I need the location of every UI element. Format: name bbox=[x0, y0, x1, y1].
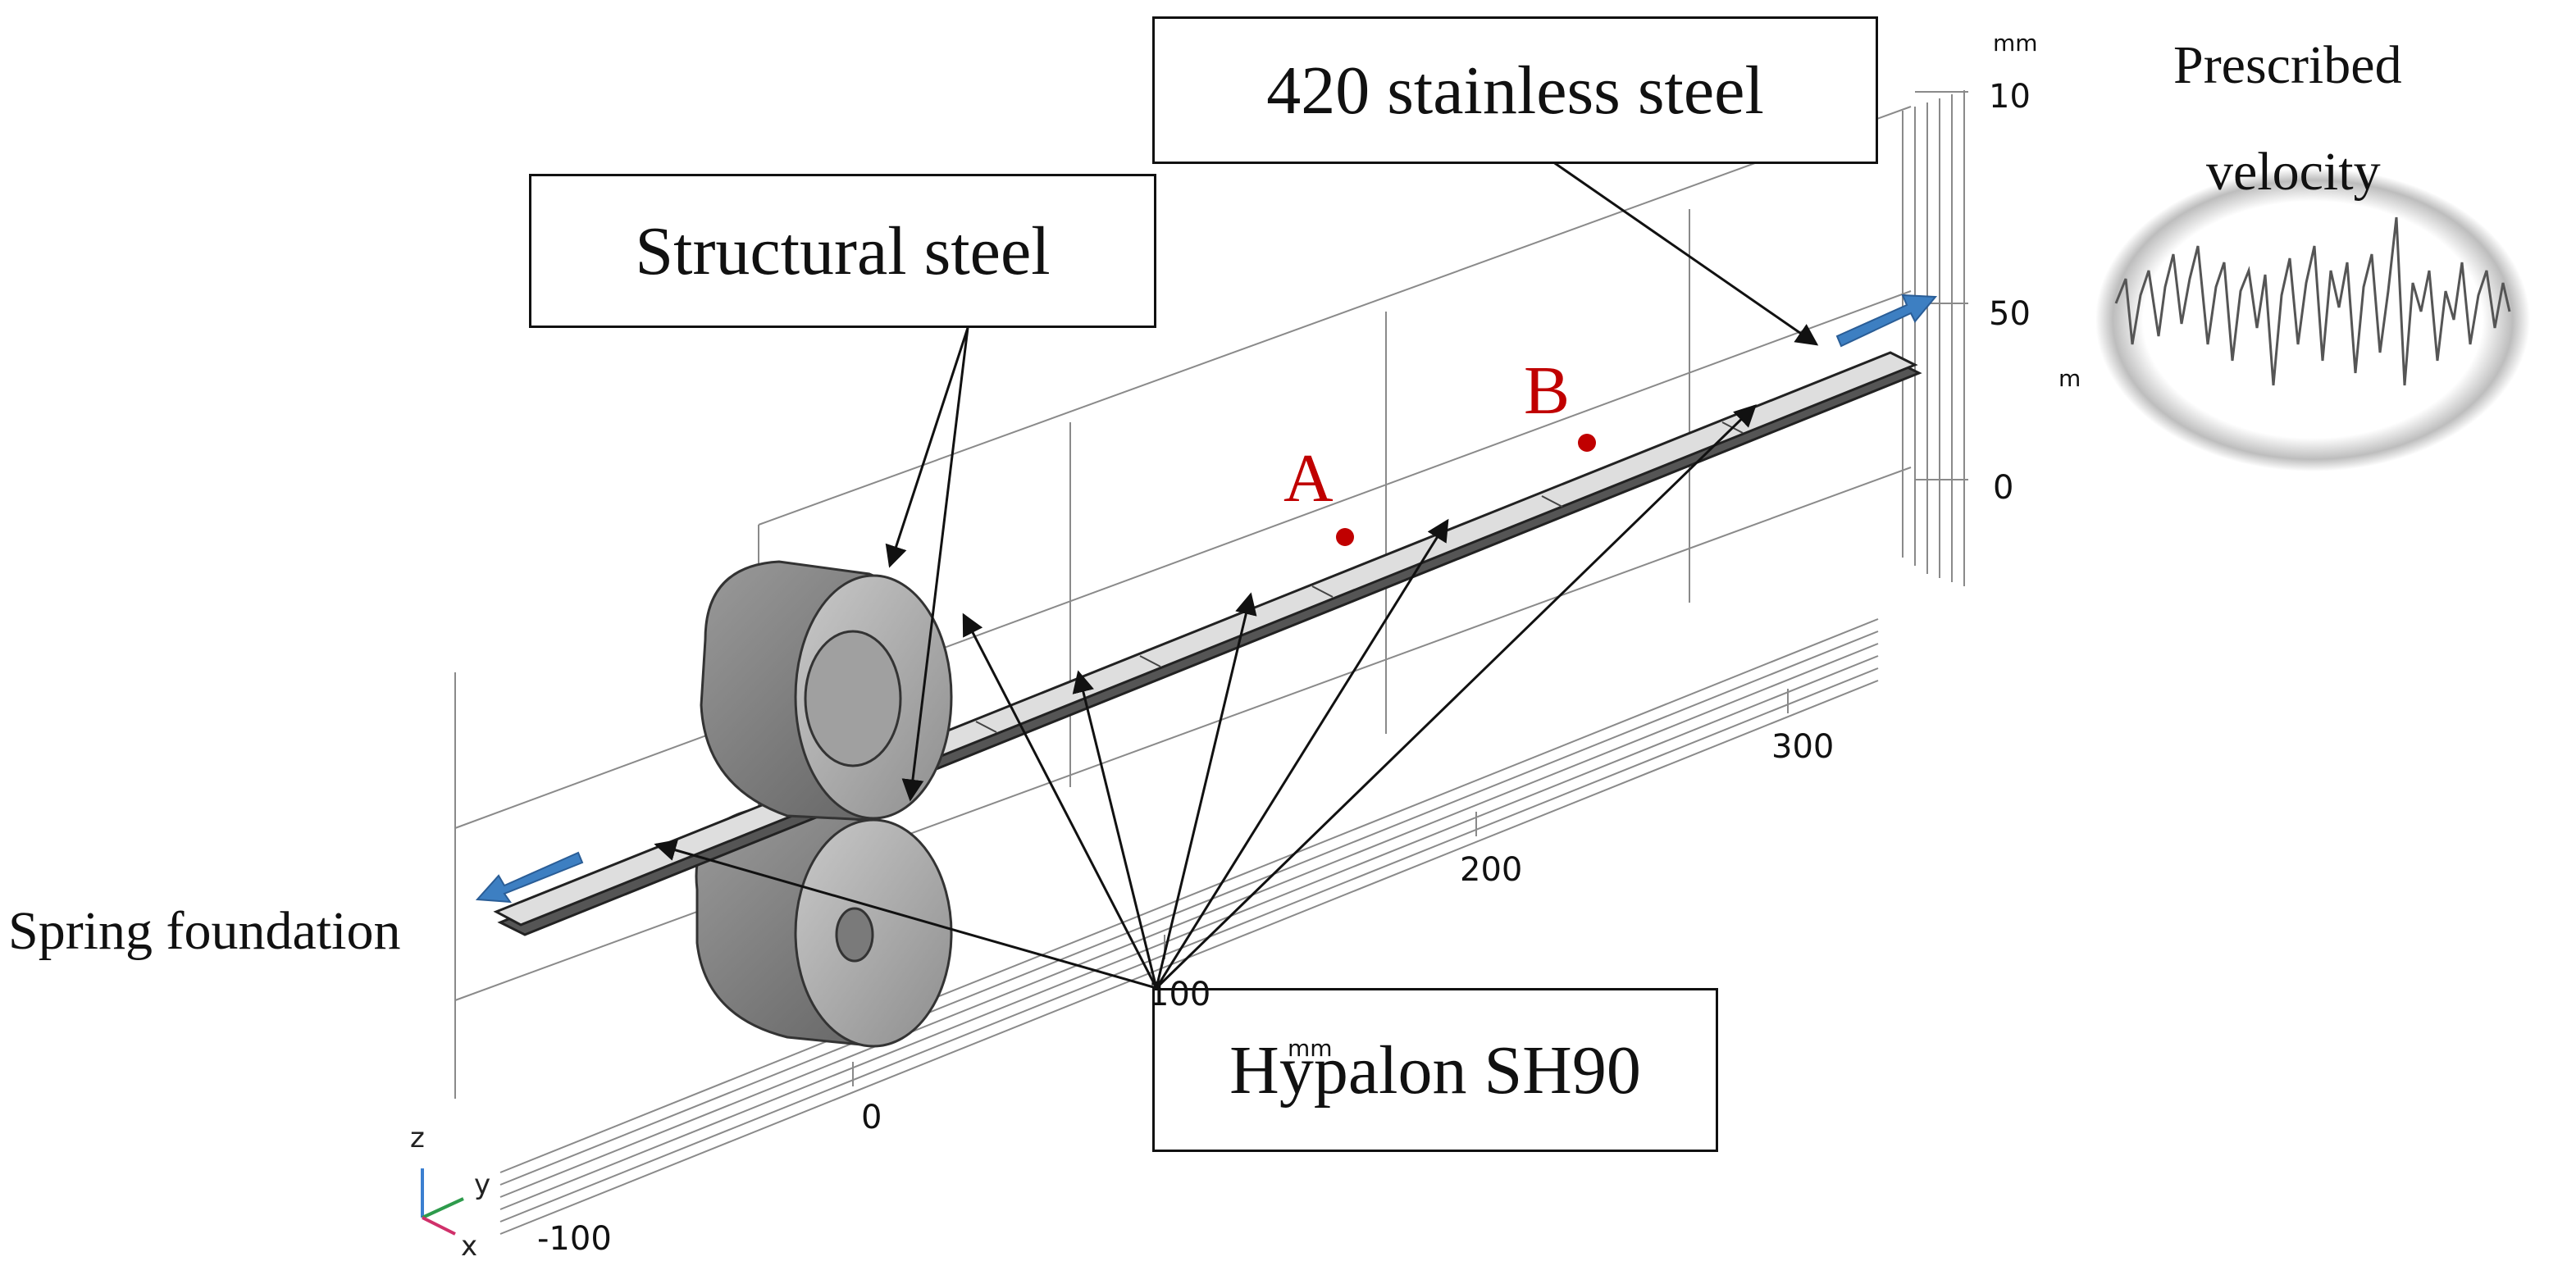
velocity-signal-inset-icon bbox=[2095, 168, 2530, 471]
triad-y-label: y bbox=[474, 1168, 491, 1201]
x-axis-unit: mm bbox=[1288, 1035, 1333, 1062]
z-tick-bottom: 0 bbox=[1993, 469, 2014, 507]
upper-roller bbox=[700, 560, 953, 822]
callout-stainless-steel: 420 stainless steel bbox=[1152, 16, 1878, 164]
x-tick-0: 0 bbox=[861, 1099, 882, 1136]
side-axis-unit: m bbox=[2059, 365, 2081, 392]
x-tick-100: 100 bbox=[1148, 976, 1211, 1013]
z-tick-top: 10 bbox=[1989, 78, 2031, 116]
x-tick-300: 300 bbox=[1771, 728, 1835, 766]
callout-structural-steel: Structural steel bbox=[529, 174, 1156, 328]
z-tick-middle: 50 bbox=[1989, 295, 2031, 333]
prescribed-velocity-line2: velocity bbox=[2206, 142, 2381, 202]
point-a-label: A bbox=[1283, 440, 1334, 517]
z-axis-unit: mm bbox=[1993, 30, 2038, 57]
x-tick-200: 200 bbox=[1460, 851, 1523, 889]
callout-hypalon-text: Hypalon SH90 bbox=[1229, 1031, 1641, 1109]
x-tick-minus-100: -100 bbox=[537, 1220, 612, 1258]
prescribed-velocity-line1: Prescribed bbox=[2173, 35, 2402, 95]
flow-arrow-left-icon bbox=[475, 851, 584, 904]
triad-x-label: x bbox=[461, 1230, 478, 1263]
flow-arrow-right-icon bbox=[1835, 294, 1938, 348]
callout-structural-steel-text: Structural steel bbox=[635, 212, 1051, 289]
grid-lines bbox=[454, 90, 1968, 1235]
point-b-marker bbox=[1578, 434, 1596, 452]
coordinate-triad-icon bbox=[421, 1168, 464, 1236]
callout-hypalon: Hypalon SH90 bbox=[1152, 988, 1718, 1152]
triad-z-label: z bbox=[410, 1122, 425, 1154]
annotation-arrows bbox=[654, 158, 1819, 990]
callout-stainless-steel-text: 420 stainless steel bbox=[1266, 52, 1764, 129]
spring-foundation-label: Spring foundation bbox=[8, 901, 401, 961]
point-a-marker bbox=[1336, 528, 1354, 546]
point-b-label: B bbox=[1524, 353, 1571, 429]
